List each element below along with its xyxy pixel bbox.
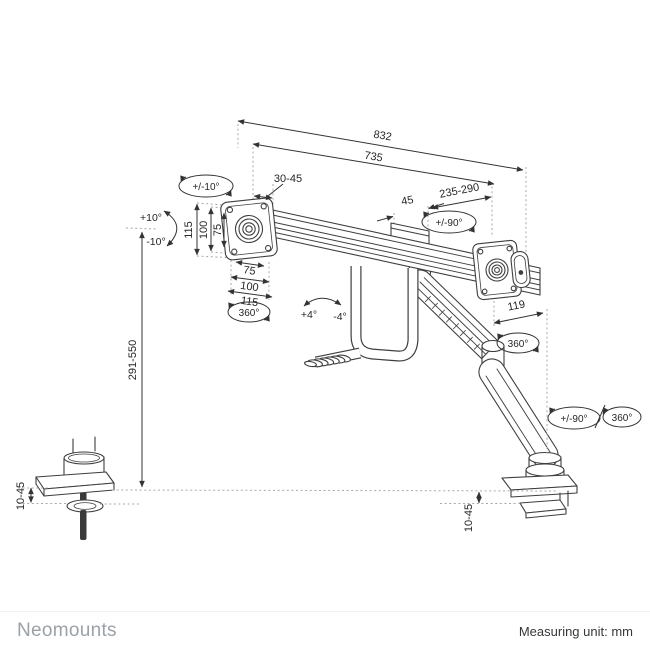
bar-tilt-up-label: +4° xyxy=(301,309,317,321)
head-swivel-label: +/-10° xyxy=(192,182,219,193)
dim-100-vertical: 100 xyxy=(198,221,210,239)
dim-291-550: 291-550 xyxy=(127,340,139,380)
base-rotate-label: 360° xyxy=(612,413,633,424)
dimension-labels: 832 735 30-45 45 235-290 115 100 75 75 1… xyxy=(15,129,526,533)
base-collar xyxy=(525,451,565,480)
dim-30-45: 30-45 xyxy=(274,173,302,185)
desk-clamp xyxy=(501,474,578,519)
dim-10-45-right: 10-45 xyxy=(463,504,475,532)
head-rotate-label: 360° xyxy=(239,308,260,319)
rotation-annotations: +/-10° +10° -10° 360° +4° -4° +/-90° 360… xyxy=(140,174,642,430)
dim-235-290: 235-290 xyxy=(438,181,480,200)
dim-75-horizontal: 75 xyxy=(243,264,257,278)
bar-tilt-arc xyxy=(303,297,342,307)
base-swivel-label: +/-90° xyxy=(560,414,587,425)
dim-832: 832 xyxy=(372,129,392,144)
right-vesa-plate xyxy=(472,239,531,301)
dim-115-vertical: 115 xyxy=(183,221,195,239)
lower-arm xyxy=(478,358,559,469)
grommet-mount xyxy=(35,436,115,540)
head-tilt-down-label: -10° xyxy=(146,236,165,248)
head-tilt-arc xyxy=(163,210,178,247)
dim-10-45-left: 10-45 xyxy=(15,482,27,510)
dim-45: 45 xyxy=(400,194,414,208)
dimension-lines xyxy=(28,119,544,504)
quick-release-bracket xyxy=(510,250,531,289)
left-vesa-plate xyxy=(220,197,278,261)
measuring-unit-label: Measuring unit: mm xyxy=(518,623,633,639)
head-tilt-up-label: +10° xyxy=(140,212,162,224)
dim-75-vertical: 75 xyxy=(212,224,224,236)
arm-rotate-label: 360° xyxy=(508,339,529,350)
arm-swivel-label: +/-90° xyxy=(435,218,462,229)
footer-bar: Neomounts Measuring unit: mm xyxy=(0,611,650,650)
handle-grip-coil xyxy=(304,354,351,368)
dim-735: 735 xyxy=(363,150,383,165)
brand-logo: Neomounts xyxy=(17,620,117,641)
dim-100-horizontal: 100 xyxy=(239,280,259,294)
handle xyxy=(304,266,419,368)
technical-drawing: 832 735 30-45 45 235-290 115 100 75 75 1… xyxy=(15,119,642,540)
dim-119: 119 xyxy=(507,298,527,313)
bar-tilt-down-label: -4° xyxy=(333,311,347,323)
